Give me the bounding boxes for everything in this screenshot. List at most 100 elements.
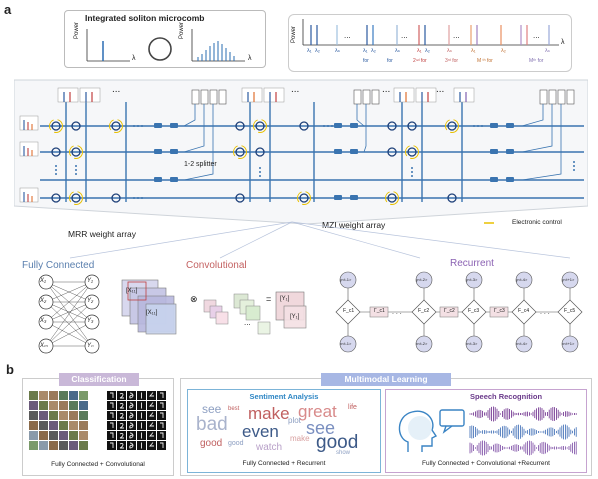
mnist-digit [129,402,134,409]
spectrum-label-6: λₙ [395,48,400,54]
rec-cell-1: F_c1 [343,308,355,314]
word-cloud: see great make bad even good see good wa… [194,402,374,456]
sentiment-title: Sentiment Analysis [249,392,319,401]
recurrent-graphic: . . . . . . [335,271,583,353]
cifar-tile [39,431,48,440]
microcomb-title: Integrated soliton microcomb [85,13,205,23]
power-label-right: Power [179,21,185,39]
waveform-graphic [469,406,577,456]
word-great: great [298,402,337,421]
mnist-digit [149,442,154,447]
cifar-tile [49,421,58,430]
top-ellipsis-4: ... [382,84,391,95]
cifar-tile [59,421,68,430]
mnist-tile [117,441,126,450]
spectrum-label-2: λ₂ [315,48,320,54]
rec-bottom-1: x<t-1> [340,341,352,346]
fc-input-m: Xₘ [40,343,48,349]
speech-graphic [398,406,577,456]
word-even: even [242,422,279,441]
spectrum-ellipsis-4: ... [533,31,540,40]
spectrum-label-11: λ₂ [501,48,506,54]
speech-box: Speech Recognition Fully Connected + Con… [385,389,587,473]
rec-bottom-3: x<t-3> [466,341,478,346]
mnist-digit [160,412,164,418]
mnist-tile [107,401,116,410]
rec-cell-3: F_c3 [468,308,480,314]
fc-output-n: Yₙ [87,343,94,349]
mnist-digit [129,392,134,399]
power-label-left: Power [74,21,80,39]
mnist-tile [147,421,156,430]
mnist-tile [107,421,116,430]
cifar-tile [49,401,58,410]
cifar-tile [39,401,48,410]
mnist-tile [117,391,126,400]
spectrum-power-label: Power [291,25,297,43]
spectrum-label-5: λ₂ [371,48,376,54]
mnist-tile [117,431,126,440]
svg-text:. . .: . . . [540,309,550,316]
splitter-label: 1-2 splitter [184,161,217,168]
conv-result-label: [Y₁] [280,296,290,302]
rec-top-1: y<t-1> [340,277,352,282]
cifar-tile [39,411,48,420]
mrr-weight-array-label: MRR weight array [68,229,137,239]
conv-kernel-label-2: [X₁₁] [146,310,158,316]
mnist-digit [149,402,154,407]
mnist-tile [107,441,116,450]
rec-bottom-2: x<t-2> [416,341,428,346]
mnist-digit [110,432,114,438]
word-see-1: see [202,402,222,416]
word-make: make [248,404,290,423]
classification-box: Classification Fully Connected + Convolu… [22,373,174,476]
mnist-digit [119,393,124,399]
spectrum-sub-12: Mᵗʰ for [529,58,544,64]
conv-result-label-2: [Y₁] [290,314,300,320]
spectrum-sub-9: 3ʳᵈ for [445,58,459,64]
cifar-tile [79,391,88,400]
cifar-tile [69,401,78,410]
cifar-tile [29,431,38,440]
speech-bubble-icon [439,409,465,434]
cifar-tile [79,411,88,420]
rec-cell-2: F_c2 [418,308,430,314]
spectrum-sub-10: M ᵗʰ for [477,58,493,64]
mnist-tile [147,441,156,450]
fc-input-2: X₂ [40,298,47,304]
mnist-digit [160,402,164,408]
mnist-tile [147,401,156,410]
word-good-1: good [200,438,223,449]
lambda-label-right: λ [248,55,252,62]
rec-top-5: y<t+1> [562,277,575,282]
word-plot: plot [288,416,301,425]
cifar-tile [79,421,88,430]
mnist-tile [157,431,166,440]
cifar-tile [49,441,58,450]
mnist-tile [107,411,116,420]
sentiment-caption: Fully Connected + Recurrent [242,460,326,467]
cifar-tile [29,391,38,400]
wavelength-spectrum-box: Power λ ... ... ... ... λ₁ λ₂ λₙ λ₁ λ₂ λ… [288,14,572,72]
wavelength-spectrum-graphic [302,19,559,46]
mnist-digit [110,392,114,398]
rec-bottom-4: x<t-4> [516,341,528,346]
mnist-tile [117,421,126,430]
rec-cell-4: F_c4 [518,308,530,314]
mnist-tile [157,391,166,400]
word-make-2: make [290,434,310,443]
lambda-label-left: λ [132,55,136,62]
mnist-digit [160,432,164,438]
rec-top-2: y<t-2> [416,277,428,282]
fully-connected-title: Fully Connected [22,260,95,271]
panel-b-letter: b [6,362,14,377]
mnist-digit [119,433,124,439]
rec-top-4: y<t-4> [516,277,528,282]
cifar-tile [29,421,38,430]
cifar-tile [69,411,78,420]
word-life: life [348,404,357,411]
mnist-digit [160,422,164,428]
mnist-tile [157,421,166,430]
top-ellipsis-2: ... [291,84,300,95]
mnist-tile [147,431,156,440]
